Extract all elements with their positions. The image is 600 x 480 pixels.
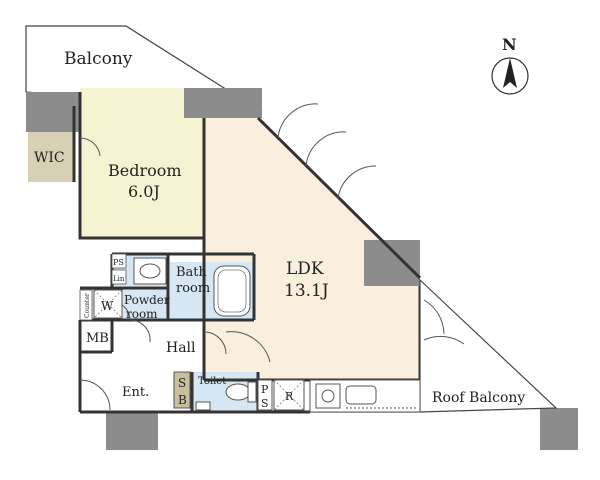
washer-label: W xyxy=(101,299,114,313)
pipe-space-upper xyxy=(111,253,127,269)
counter-strip xyxy=(79,289,93,321)
shoe-box-b: B xyxy=(178,393,187,407)
stove-icon xyxy=(315,383,341,409)
toilet-label: Toilet xyxy=(198,376,226,387)
column xyxy=(540,408,578,450)
bedroom-size: 6.0J xyxy=(128,182,160,201)
powder-label-line1: Powder xyxy=(124,293,170,307)
counter-label: Counter xyxy=(84,293,91,318)
compass-label: N xyxy=(502,35,517,54)
pipe-space-p: P xyxy=(261,383,269,396)
balcony-doors xyxy=(79,103,465,411)
bath-label-line1: Bath xyxy=(176,265,208,280)
hall-label: Hall xyxy=(166,340,196,356)
ps-upper-label: PS xyxy=(113,258,124,267)
column xyxy=(184,88,262,118)
wash-basin xyxy=(133,257,167,285)
roof-balcony-label: Roof Balcony xyxy=(432,390,525,406)
sink-icon xyxy=(345,385,377,405)
column xyxy=(106,412,158,450)
entrance-label: Ent. xyxy=(122,385,149,400)
kitchen-counter xyxy=(309,379,421,413)
bedroom-floor xyxy=(80,88,204,238)
refrigerator-label: R xyxy=(285,390,294,403)
toilet-bowl xyxy=(225,383,251,401)
column xyxy=(364,240,420,286)
bathtub xyxy=(213,265,251,317)
balcony-label: Balcony xyxy=(64,49,133,69)
north-arrow-icon xyxy=(491,57,529,95)
pipe-space-s: S xyxy=(261,397,269,410)
mb-label: MB xyxy=(86,331,109,346)
shoe-box-s: S xyxy=(178,376,186,390)
linen-label: Lin xyxy=(113,275,125,283)
roof-balcony-outline xyxy=(419,278,558,413)
pipe-space-lower xyxy=(257,379,273,411)
ldk-name: LDK xyxy=(286,259,324,279)
powder-label-line2: room xyxy=(126,307,158,321)
linen-closet xyxy=(111,269,127,285)
column xyxy=(26,92,80,132)
wic-label: WIC xyxy=(34,150,65,166)
bedroom-name: Bedroom xyxy=(108,161,182,180)
ldk-size: 13.1J xyxy=(284,281,329,301)
shoe-box xyxy=(173,371,191,409)
bath-label-line2: room xyxy=(176,281,210,296)
